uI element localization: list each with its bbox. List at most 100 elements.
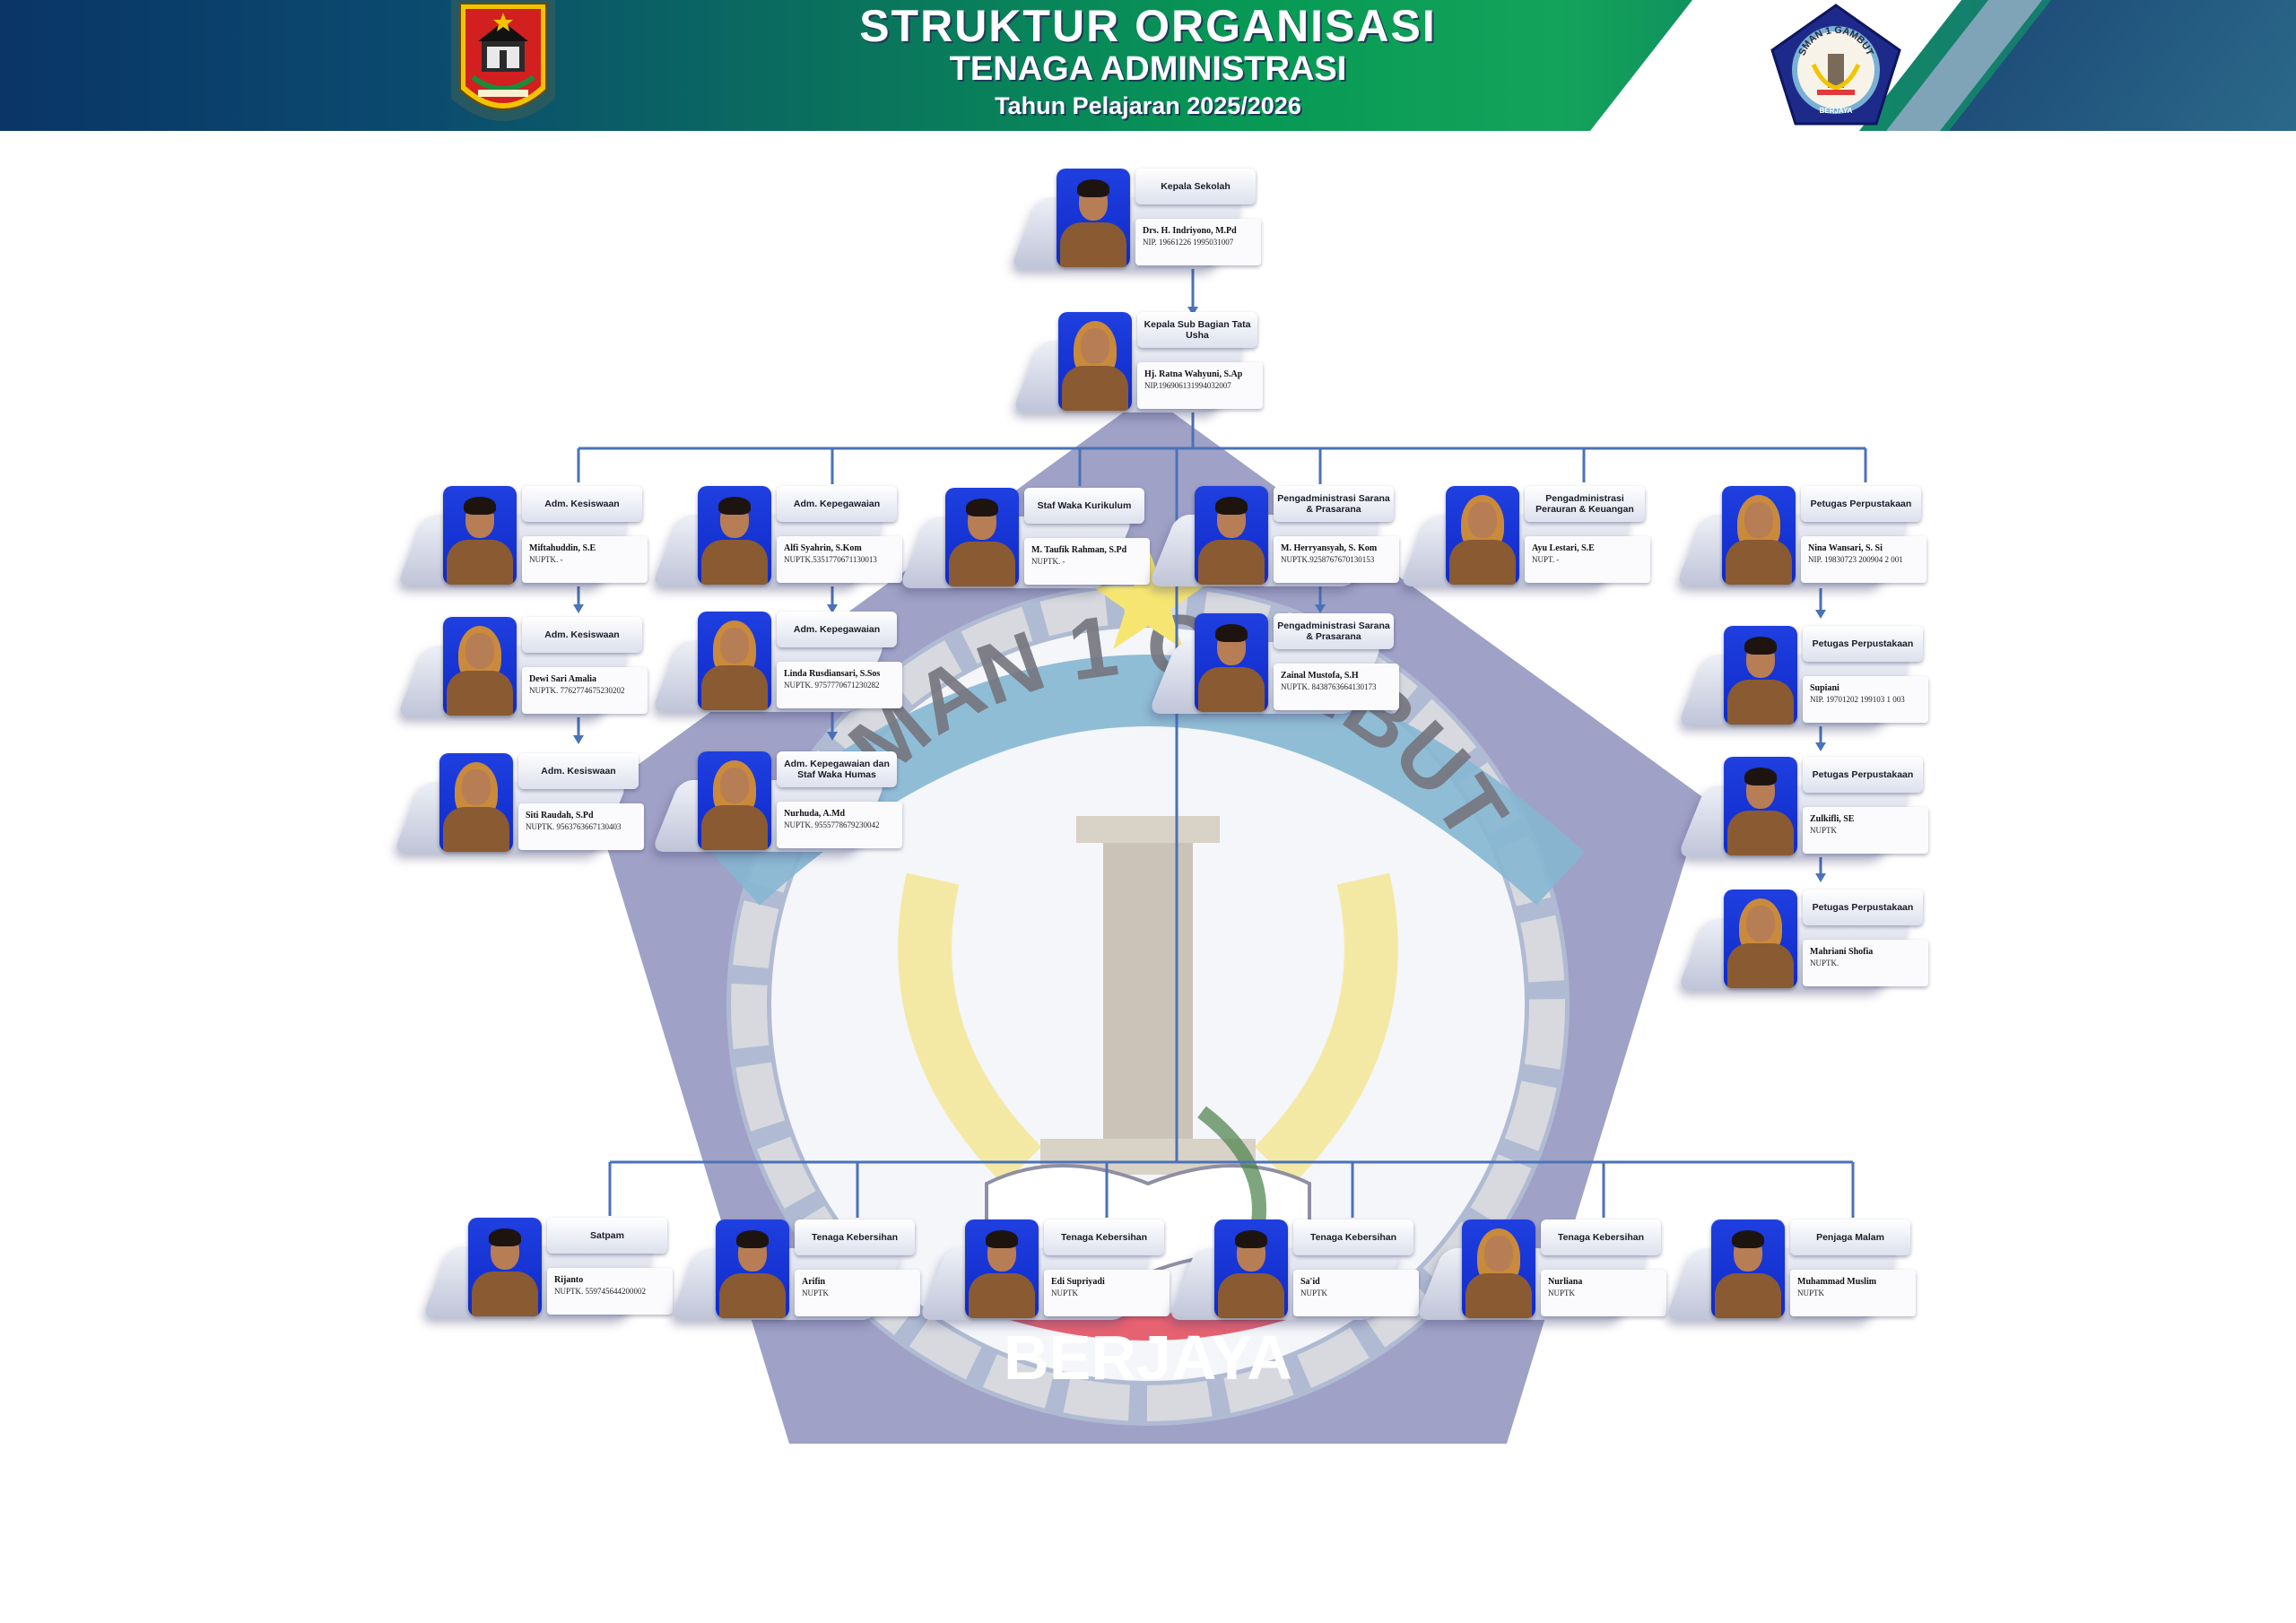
person-name: Arifin bbox=[802, 1277, 826, 1287]
connector-kasubag-bus bbox=[578, 412, 1866, 450]
card-perauran-keuangan: Pengadministrasi Perauran & Keuangan Ayu… bbox=[1398, 484, 1650, 590]
card-kepala-sub-bagian: Kepala Sub Bagian Tata Usha Hj. Ratna Wa… bbox=[1011, 310, 1263, 416]
card-title: Kepala Sub Bagian Tata Usha bbox=[1137, 312, 1257, 348]
card-title: Staf Waka Kurikulum bbox=[1024, 488, 1144, 524]
card-sarana-prasarana-1: Pengadministrasi Sarana & Prasarana M. H… bbox=[1147, 484, 1399, 590]
card-info: Alfi Syahrin, S.Kom NUPTK.53517706711300… bbox=[777, 536, 902, 583]
card-title: Adm. Kesiswaan bbox=[522, 617, 642, 653]
person-photo bbox=[945, 488, 1019, 586]
person-name: Edi Supriyadi bbox=[1051, 1277, 1105, 1287]
person-id: NUPTK. 7762774675230202 bbox=[529, 686, 625, 695]
person-name: Zainal Mustofa, S.H bbox=[1281, 671, 1359, 681]
card-perpustakaan-4: Petugas Perpustakaan Mahriani Shofia NUP… bbox=[1676, 888, 1928, 994]
card-adm-kepegawaian-1: Adm. Kepegawaian Alfi Syahrin, S.Kom NUP… bbox=[650, 484, 902, 590]
person-id: NUPTK bbox=[1300, 1289, 1328, 1298]
card-info: Zainal Mustofa, S.H NUPTK. 8438763664130… bbox=[1274, 664, 1399, 710]
card-info: Nina Wansari, S. Si NIP. 19830723 200904… bbox=[1801, 536, 1926, 583]
card-adm-kesiswaan-2: Adm. Kesiswaan Dewi Sari Amalia NUPTK. 7… bbox=[396, 615, 648, 721]
person-photo bbox=[1724, 626, 1797, 725]
person-name: Nurliana bbox=[1548, 1277, 1583, 1287]
person-id: NIP. 19701202 199103 1 003 bbox=[1810, 695, 1905, 704]
connector-drops-top bbox=[577, 448, 1867, 486]
person-photo bbox=[468, 1218, 542, 1316]
card-title: Adm. Kesiswaan bbox=[522, 486, 642, 522]
person-id: NIP. 19661226 1995031007 bbox=[1143, 238, 1234, 247]
card-penjaga-malam: Penjaga Malam Muhammad Muslim NUPTK bbox=[1664, 1218, 1916, 1324]
person-id: NUPTK bbox=[1810, 826, 1838, 835]
person-photo bbox=[443, 617, 517, 716]
card-perpustakaan-3: Petugas Perpustakaan Zulkifli, SE NUPTK bbox=[1676, 755, 1928, 861]
person-name: M. Taufik Rahman, S.Pd bbox=[1031, 545, 1127, 555]
person-photo bbox=[1724, 890, 1797, 988]
arrow-per3 bbox=[1815, 742, 1826, 751]
person-photo bbox=[1711, 1219, 1785, 1318]
person-id: NUPTK. 8438763664130173 bbox=[1281, 682, 1377, 691]
card-satpam: Satpam Rijanto NUPTK. 559745644200002 bbox=[421, 1216, 673, 1322]
arrow-kes3 bbox=[573, 735, 584, 744]
card-info: Linda Rusdiansari, S.Sos NUPTK. 97577706… bbox=[777, 662, 902, 708]
person-photo bbox=[1462, 1219, 1535, 1318]
person-id: NUPTK bbox=[1051, 1289, 1079, 1298]
card-info: M. Taufik Rahman, S.Pd NUPTK. - bbox=[1024, 538, 1150, 585]
card-info: Drs. H. Indriyono, M.Pd NIP. 19661226 19… bbox=[1135, 219, 1261, 265]
person-photo bbox=[443, 486, 517, 585]
person-id: NUPTK. bbox=[1810, 959, 1839, 968]
card-info: Siti Raudah, S.Pd NUPTK. 956376366713040… bbox=[518, 803, 644, 850]
person-id: NUPTK bbox=[1548, 1289, 1576, 1298]
card-title: Adm. Kepegawaian dan Staf Waka Humas bbox=[777, 751, 897, 787]
person-name: Ayu Lestari, S.E bbox=[1532, 543, 1595, 553]
card-info: M. Herryansyah, S. Kom NUPTK.92587676701… bbox=[1274, 536, 1399, 583]
card-title: Tenaga Kebersihan bbox=[1541, 1219, 1661, 1255]
person-name: Miftahuddin, S.E bbox=[529, 543, 596, 553]
person-name: Nurhuda, A.Md bbox=[784, 809, 846, 819]
person-name: Alfi Syahrin, S.Kom bbox=[784, 543, 862, 553]
person-id: NIP.196906131994032007 bbox=[1144, 381, 1231, 390]
arrow-sar2 bbox=[1315, 604, 1326, 613]
card-info: Miftahuddin, S.E NUPTK. - bbox=[522, 536, 648, 583]
card-adm-kepegawaian-3: Adm. Kepegawaian dan Staf Waka Humas Nur… bbox=[650, 750, 902, 855]
person-photo bbox=[698, 486, 771, 585]
academic-year: Tahun Pelajaran 2025/2026 bbox=[995, 92, 1301, 119]
card-title: Petugas Perpustakaan bbox=[1803, 626, 1923, 662]
card-title: Kepala Sekolah bbox=[1135, 169, 1256, 204]
person-name: Dewi Sari Amalia bbox=[529, 674, 596, 684]
card-info: Muhammad Muslim NUPTK bbox=[1790, 1270, 1916, 1316]
school-logo-motto: BERJAYA bbox=[1820, 107, 1853, 115]
arrow-per4 bbox=[1815, 873, 1826, 882]
person-photo bbox=[698, 612, 771, 710]
card-info: Ayu Lestari, S.E NUPT. - bbox=[1525, 536, 1650, 583]
person-photo bbox=[716, 1219, 789, 1318]
card-info: Supiani NIP. 19701202 199103 1 003 bbox=[1803, 676, 1928, 723]
card-title: Tenaga Kebersihan bbox=[1044, 1219, 1164, 1255]
person-name: Mahriani Shofia bbox=[1810, 947, 1874, 957]
arrow-kes2 bbox=[573, 604, 584, 613]
card-info: Mahriani Shofia NUPTK. bbox=[1803, 940, 1928, 986]
card-sarana-prasarana-2: Pengadministrasi Sarana & Prasarana Zain… bbox=[1147, 612, 1399, 717]
person-id: NUPTK.5351770671130013 bbox=[784, 555, 877, 564]
card-info: Dewi Sari Amalia NUPTK. 7762774675230202 bbox=[522, 667, 648, 714]
card-title: Adm. Kepegawaian bbox=[777, 612, 897, 647]
person-photo bbox=[1195, 613, 1268, 712]
person-id: NUPT. - bbox=[1532, 555, 1560, 564]
card-title: Petugas Perpustakaan bbox=[1801, 486, 1921, 522]
person-photo bbox=[1214, 1219, 1288, 1318]
person-id: NUPTK bbox=[1797, 1289, 1825, 1298]
person-id: NUPTK. - bbox=[1031, 557, 1065, 566]
arrow-kasubag bbox=[1187, 307, 1198, 316]
card-info: Arifin NUPTK bbox=[795, 1270, 920, 1316]
person-id: NUPTK.9258767670130153 bbox=[1281, 555, 1375, 564]
person-name: Nina Wansari, S. Si bbox=[1808, 543, 1883, 553]
card-title: Adm. Kepegawaian bbox=[777, 486, 897, 522]
person-id: NUPTK. - bbox=[529, 555, 563, 564]
card-adm-kesiswaan-3: Adm. Kesiswaan Siti Raudah, S.Pd NUPTK. … bbox=[392, 751, 644, 857]
card-kebersihan-3: Tenaga Kebersihan Sa'id NUPTK bbox=[1167, 1218, 1419, 1324]
card-info: Edi Supriyadi NUPTK bbox=[1044, 1270, 1170, 1316]
person-name: M. Herryansyah, S. Kom bbox=[1281, 543, 1378, 553]
person-photo bbox=[1058, 312, 1132, 411]
card-title: Petugas Perpustakaan bbox=[1803, 890, 1923, 925]
person-photo bbox=[698, 751, 771, 850]
person-name: Hj. Ratna Wahyuni, S.Ap bbox=[1144, 369, 1243, 379]
card-kebersihan-1: Tenaga Kebersihan Arifin NUPTK bbox=[668, 1218, 920, 1324]
person-id: NUPTK. 9555778679230042 bbox=[784, 820, 880, 829]
